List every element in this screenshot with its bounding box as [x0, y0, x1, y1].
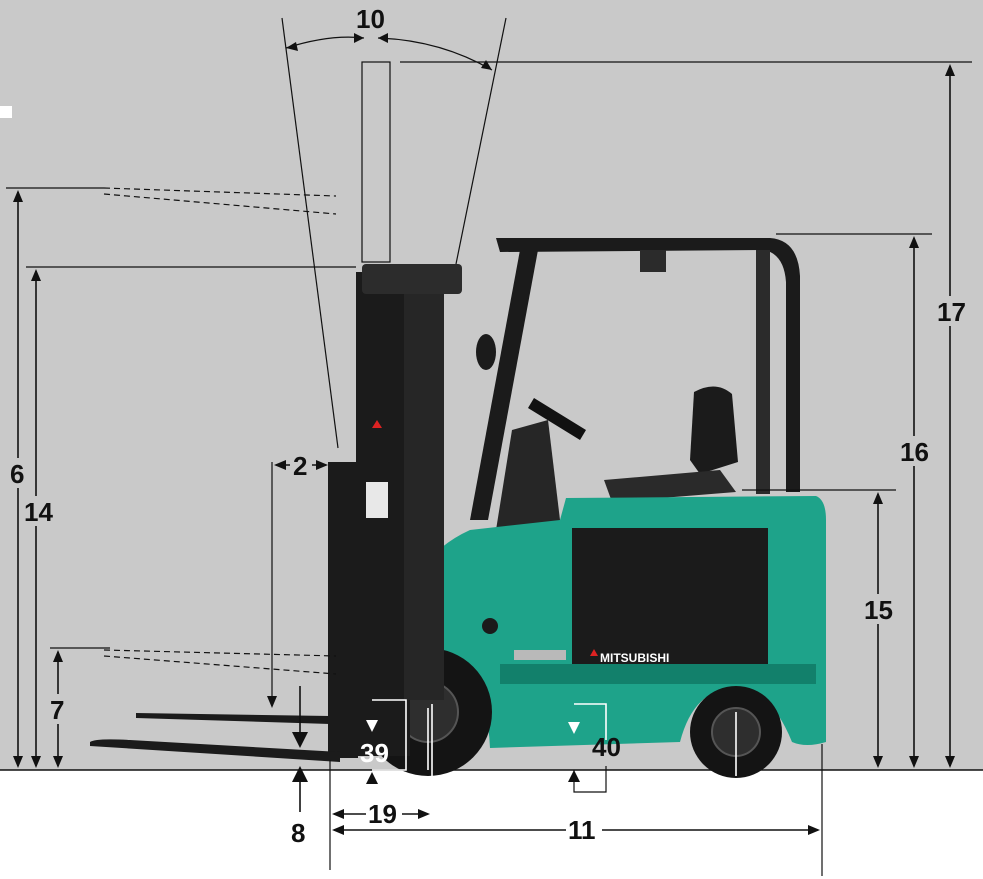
arrow-10-tip-left	[286, 42, 298, 51]
gap-14	[22, 496, 56, 526]
arrow-7-bottom	[53, 756, 63, 768]
overhead-guard-front-post	[470, 250, 538, 520]
arrow-14-top	[31, 269, 41, 281]
arrow-16-top	[909, 236, 919, 248]
dim-39-bracket	[372, 699, 407, 771]
dim-label-10: 10	[356, 4, 385, 34]
warning-label	[366, 482, 388, 518]
seat-back	[690, 386, 738, 474]
corner-marker	[0, 106, 12, 118]
ground-area	[0, 770, 983, 879]
dim-label-17: 17	[937, 297, 966, 327]
dim-label-11: 11	[568, 815, 596, 845]
arrow-11-right	[808, 825, 820, 835]
arrow-10-tip-right	[481, 60, 492, 70]
mast-inner	[404, 280, 444, 700]
tilt-arc-right	[377, 37, 493, 71]
body-side-accent	[500, 664, 816, 684]
dim-label-2: 2	[293, 451, 307, 481]
gap-7	[46, 694, 70, 724]
arrow-6-bottom	[13, 756, 23, 768]
tilt-line-forward	[281, 17, 339, 449]
seat-cushion	[604, 470, 736, 502]
steering-wheel	[528, 398, 586, 440]
dim-label-40: 40	[592, 732, 621, 762]
arrow-15-top	[873, 492, 883, 504]
gap-2	[290, 450, 312, 480]
arrow-2-down	[267, 696, 277, 708]
mirror	[476, 334, 496, 370]
mast-extension-outline	[361, 61, 391, 263]
arrow-39-top	[366, 720, 378, 732]
lowered-fork-outline	[103, 649, 337, 675]
dim-label-19: 19	[368, 799, 397, 829]
arrow-10-right	[378, 33, 388, 43]
dimension-lines	[6, 17, 972, 876]
arrow-16-bottom	[909, 756, 919, 768]
upper-fork	[136, 713, 330, 724]
gap-16	[898, 436, 932, 466]
arrow-10-left	[354, 33, 364, 43]
arrow-17-top	[945, 64, 955, 76]
mast-top-beam	[362, 264, 462, 294]
dimension-labels: 10 17 6 14 2 16 15 7 39 40 8 19 11	[10, 4, 966, 848]
dim-label-15: 15	[864, 595, 893, 625]
lower-fork	[90, 739, 340, 762]
arrow-6-top	[13, 190, 23, 202]
dimension-label-gaps-white	[366, 798, 602, 844]
arrow-11-left	[332, 825, 344, 835]
arrow-40-bottom	[568, 770, 580, 782]
arrow-8-up	[292, 766, 308, 782]
dim-40-bracket-top	[574, 703, 607, 740]
arrow-2-right	[316, 460, 328, 470]
body-knob	[482, 618, 498, 634]
brand-logo-text: MITSUBISHI	[600, 651, 669, 665]
gap-15	[862, 594, 896, 624]
dimension-label-gaps	[6, 296, 966, 724]
battery-panel	[572, 528, 768, 664]
arrow-7-top	[53, 650, 63, 662]
arrow-8-down	[292, 732, 308, 748]
dim-label-7: 7	[50, 695, 64, 725]
dim-label-16: 16	[900, 437, 929, 467]
arrow-19-left	[332, 809, 344, 819]
gap-6	[6, 458, 30, 488]
arrow-14-bottom	[31, 756, 41, 768]
arrow-19-right	[418, 809, 430, 819]
arrow-39-bottom	[366, 772, 378, 784]
guard-rear-post	[756, 250, 770, 494]
raised-fork-outline	[103, 187, 337, 215]
mast-logo-mark	[372, 420, 382, 428]
brand-logo-mark	[590, 649, 598, 656]
gap-11	[566, 814, 602, 844]
dimension-arrowheads	[13, 33, 955, 835]
gap-19	[366, 798, 402, 828]
guard-bracket	[640, 250, 666, 272]
arrow-17-bottom	[945, 756, 955, 768]
arrow-15-bottom	[873, 756, 883, 768]
arrow-40-top	[568, 722, 580, 734]
dim-label-6: 6	[10, 459, 24, 489]
dim-label-8: 8	[291, 818, 305, 848]
tilt-line-backward	[455, 17, 507, 265]
step-plate	[514, 650, 566, 660]
dim-label-39: 39	[360, 738, 389, 768]
dim-label-14: 14	[24, 497, 53, 527]
gap-17	[936, 296, 966, 326]
arrow-2-left	[274, 460, 286, 470]
fork-carriage	[328, 462, 358, 758]
